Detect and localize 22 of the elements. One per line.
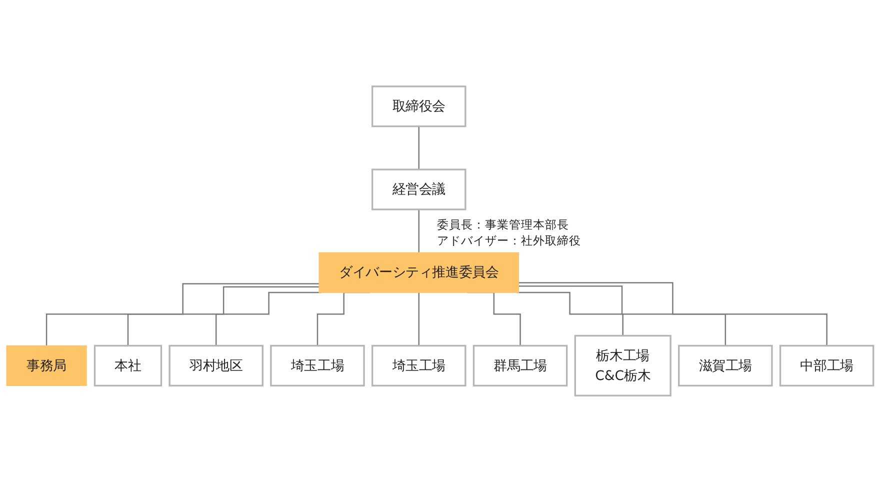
node-box: 中部工場 <box>779 344 874 386</box>
connector <box>418 292 420 346</box>
role-note: アドバイザー：社外取締役 <box>437 233 582 248</box>
node-box: 群馬工場 <box>472 344 568 386</box>
node-box: 経営会議 <box>372 168 466 210</box>
connector <box>516 292 624 336</box>
node-box: 本社 <box>94 344 162 386</box>
node-box: 栃木工場 C&C栃木 <box>574 334 672 396</box>
node-box: ダイバーシティ推進委員会 <box>318 252 520 293</box>
node-box: 埼玉工場 <box>372 344 466 386</box>
connector <box>518 285 726 346</box>
node-box: 事務局 <box>6 345 87 386</box>
connector <box>127 286 320 346</box>
node-box: 滋賀工場 <box>678 344 773 386</box>
role-note: 委員長：事業管理本部長 <box>437 218 570 232</box>
connector <box>46 283 320 346</box>
connector <box>418 126 420 170</box>
connector <box>518 282 828 346</box>
node-box: 羽村地区 <box>168 344 264 386</box>
node-box: 埼玉工場 <box>270 344 365 386</box>
node-box: 取締役会 <box>372 86 466 128</box>
connector <box>418 208 420 254</box>
